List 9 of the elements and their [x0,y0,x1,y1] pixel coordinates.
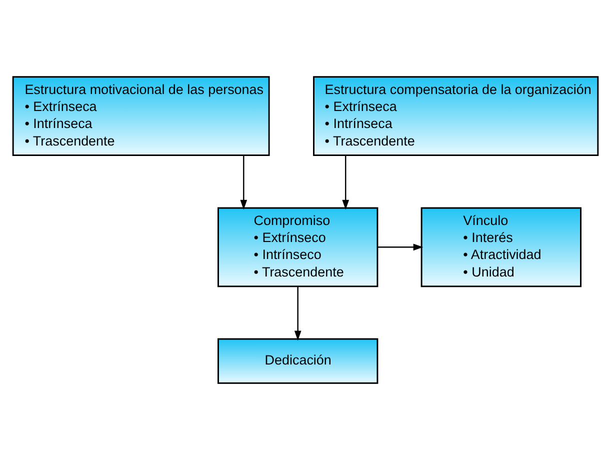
arrow [294,286,302,340]
node-box: Estructura motivacional de las personas • Extrínseca • Intrínseca • Trascendente [12,76,270,156]
node-box: Estructura compensatoria de la organización • Extrínseca • Intrínseca • Trascendente [313,76,599,156]
node-box: Dedicación [218,338,378,384]
node-box: Vínculo • Interés • Atractividad • Unidad [420,206,582,287]
node-box: Compromiso • Extrínseco • Intrínseco • Trascendente [218,206,378,287]
arrow [378,243,424,250]
arrow [342,154,350,210]
arrow [240,154,248,210]
